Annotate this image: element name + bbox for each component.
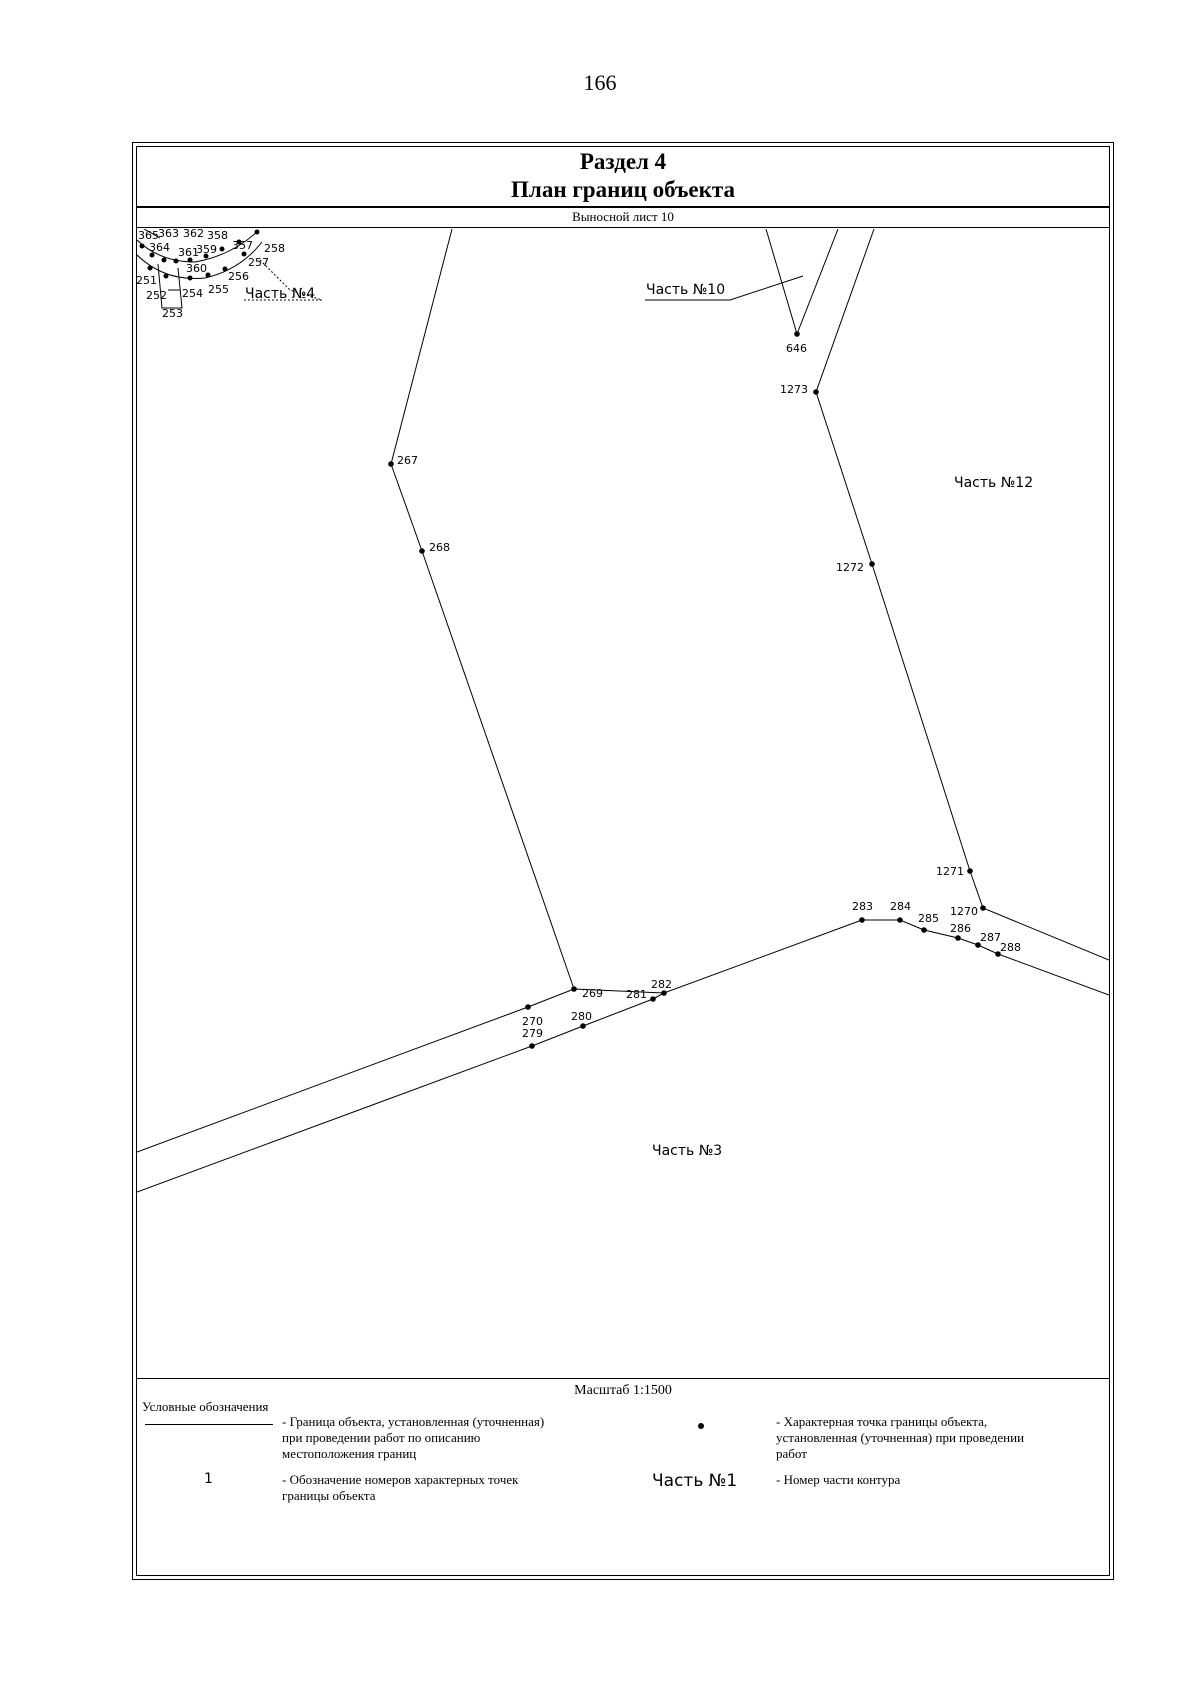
leader-line <box>645 275 804 301</box>
legend-part-sample: Часть №1 <box>652 1471 738 1491</box>
inner-frame <box>136 146 1110 1576</box>
legend-number-text-line: границы объекта <box>282 1488 376 1503</box>
point-label: 256 <box>228 270 249 283</box>
point-label: 1273 <box>780 383 808 396</box>
point-label: 284 <box>890 900 911 913</box>
legend-point-text-line: работ <box>776 1446 807 1461</box>
point-label: 1272 <box>836 561 864 574</box>
outer-frame <box>132 142 1114 1580</box>
boundary-line <box>137 241 263 280</box>
legend-point-text-line: - Характерная точка границы объекта, <box>776 1414 988 1429</box>
point-label: 280 <box>571 1010 592 1023</box>
part-label-4: Часть №4 <box>245 286 315 302</box>
boundary-line <box>143 229 161 239</box>
point-label: 268 <box>429 541 450 554</box>
legend-boundary-line-sample <box>145 1424 273 1425</box>
boundary-line <box>137 919 863 1153</box>
plan-title: План границ объекта <box>511 177 735 202</box>
legend-point-text: - Характерная точка границы объекта, уст… <box>776 1414 1024 1462</box>
point-label: 359 <box>196 243 217 256</box>
point-label: 257 <box>248 256 269 269</box>
legend-boundary-text-line: при проведении работ по описанию <box>282 1430 481 1445</box>
leader-line <box>157 263 183 309</box>
part-label-3: Часть №3 <box>652 1143 722 1159</box>
boundary-line <box>815 229 1109 961</box>
part-label-10: Часть №10 <box>646 282 725 298</box>
legend-part-text: - Номер части контура <box>776 1472 901 1487</box>
point-label: 255 <box>208 283 229 296</box>
point-label: 364 <box>149 241 170 254</box>
boundary-line <box>137 231 258 263</box>
point-label: 281 <box>626 988 647 1001</box>
legend-boundary-text-line: - Граница объекта, установленная (уточне… <box>282 1414 545 1429</box>
point-label: 267 <box>397 454 418 467</box>
scale-label: Масштаб 1:1500 <box>136 1378 1110 1400</box>
legend-point-text-line: установленная (уточненная) при проведени… <box>776 1430 1025 1445</box>
point-label: 360 <box>186 262 207 275</box>
point-label: 252 <box>146 289 167 302</box>
point-label: 279 <box>522 1027 543 1040</box>
point-label: 269 <box>582 987 603 1000</box>
point-label: 288 <box>1000 941 1021 954</box>
legend-number-text-line: - Обозначение номеров характерных точек <box>282 1472 519 1487</box>
point-label: 357 <box>232 239 253 252</box>
point-label: 287 <box>980 931 1001 944</box>
header-box: Раздел 4 План границ объекта <box>136 146 1110 208</box>
point-label: 361 <box>178 246 199 259</box>
page-number: 166 <box>583 70 617 95</box>
leader-line <box>244 259 323 301</box>
point-label: 254 <box>182 287 203 300</box>
point-label: 251 <box>136 274 157 287</box>
legend-number-sample: 1 <box>204 1471 213 1487</box>
point-label: 1270 <box>950 905 978 918</box>
point-label: 362 <box>183 227 204 240</box>
point-label: 365 <box>138 229 159 242</box>
boundary-line <box>390 229 575 990</box>
point-label: 258 <box>264 242 285 255</box>
point-label: 358 <box>207 229 228 242</box>
boundary-line <box>765 229 839 336</box>
point-label: 286 <box>950 922 971 935</box>
point-label: 363 <box>158 227 179 240</box>
sheet-label: Выносной лист 10 <box>136 208 1110 228</box>
point-label: 270 <box>522 1015 543 1028</box>
point-label: 283 <box>852 900 873 913</box>
section-title: Раздел 4 <box>579 149 667 174</box>
point-label: 253 <box>162 307 183 320</box>
point-label: 282 <box>651 978 672 991</box>
part-label-12: Часть №12 <box>954 475 1033 491</box>
point-label: 646 <box>786 342 807 355</box>
point-label: 285 <box>918 912 939 925</box>
point-label: 1271 <box>936 865 964 878</box>
legend-point-dot-icon <box>698 1423 704 1429</box>
legend-number-text: - Обозначение номеров характерных точек … <box>282 1472 518 1504</box>
legend-boundary-text: - Граница объекта, установленная (уточне… <box>282 1414 544 1462</box>
legend-heading: Условные обозначения <box>142 1399 269 1414</box>
legend-boundary-text-line: местоположения границ <box>282 1446 417 1461</box>
